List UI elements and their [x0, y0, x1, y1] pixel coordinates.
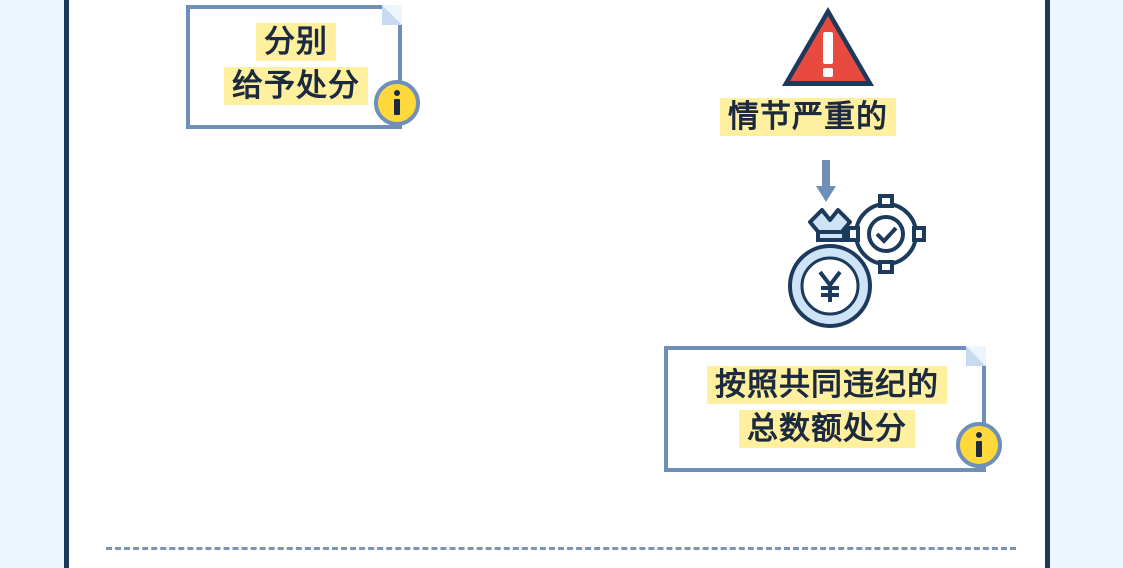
- warning-triangle-icon: [782, 7, 874, 86]
- note-fold-corner: [966, 346, 986, 366]
- right-note-text: 按照共同违纪的 总数额处分: [678, 366, 976, 448]
- left-note-text: 分别 给予处分: [208, 23, 384, 105]
- right-note-line2: 总数额处分: [739, 410, 915, 448]
- left-note-line1: 分别: [256, 23, 336, 61]
- arrow-down-icon: [816, 160, 836, 202]
- dashed-divider: [106, 547, 1016, 550]
- right-note-line1: 按照共同违纪的: [707, 366, 947, 404]
- note-fold-corner: [382, 5, 402, 25]
- info-icon: [374, 80, 420, 126]
- serious-case-text: 情节严重的: [720, 98, 896, 136]
- right-note-card: 按照共同违纪的 总数额处分: [664, 346, 986, 472]
- gear-check-icon: [846, 194, 926, 274]
- info-icon: [956, 422, 1002, 468]
- left-note-card: 分别 给予处分: [186, 5, 402, 129]
- serious-case-label: 情节严重的: [720, 98, 896, 136]
- money-bag-yen-icon: [788, 194, 926, 328]
- left-note-line2: 给予处分: [224, 67, 368, 105]
